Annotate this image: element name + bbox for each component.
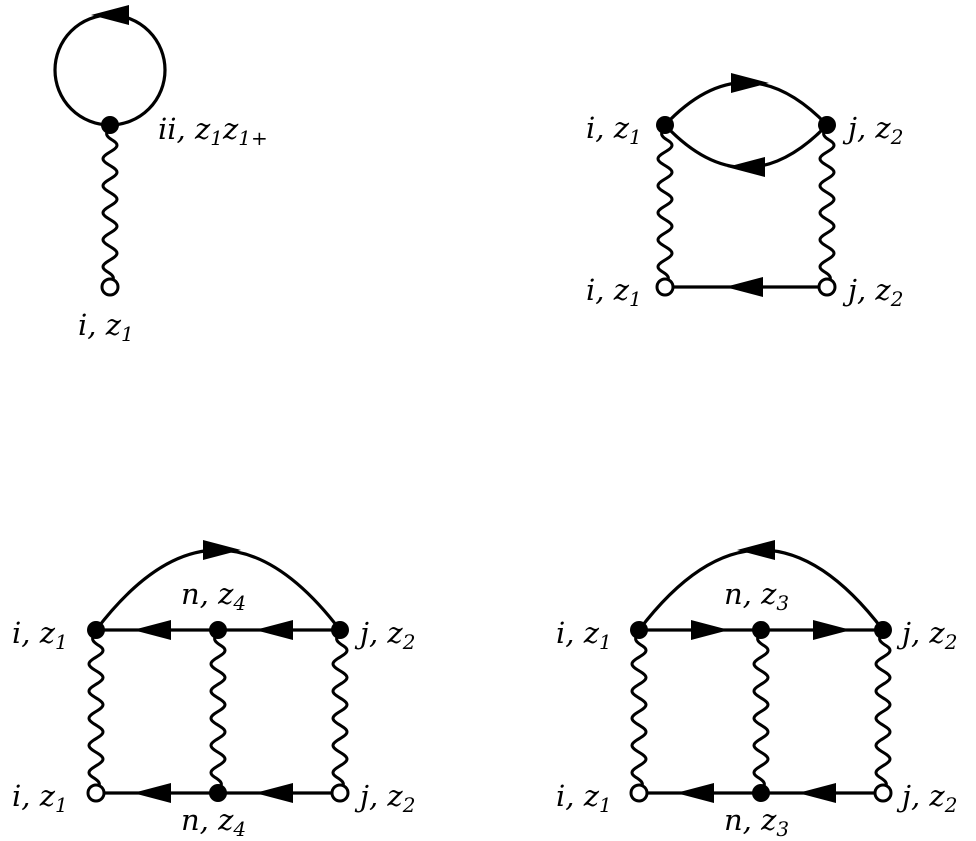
vertex-open: [817, 277, 837, 297]
vertex-filled: [752, 784, 770, 802]
interaction-right: [331, 629, 349, 794]
label-open-vertex: i, z1: [78, 308, 134, 346]
interaction-right: [874, 629, 892, 794]
vertex-open: [86, 783, 106, 803]
arrowheads: [91, 5, 851, 803]
arrow-left: [91, 5, 129, 25]
label-top-mid: n, z3: [724, 577, 789, 615]
diagram-tadpole: ii, z1z1+ i, z1: [53, 13, 268, 346]
label-top-left: i, z1: [556, 616, 612, 654]
arrow-left: [255, 783, 293, 803]
interaction-left: [87, 629, 105, 794]
arrow-left: [676, 783, 714, 803]
arrow-left: [133, 620, 171, 640]
interaction-line: [101, 124, 119, 288]
interaction-right: [818, 124, 836, 288]
vertex-open: [100, 277, 120, 297]
label-bottom-right: j, z2: [842, 273, 903, 311]
label-bottom-mid: n, z4: [181, 803, 246, 841]
arrow-right: [731, 73, 769, 93]
label-top-right: j, z2: [896, 616, 957, 654]
arrow-left: [255, 620, 293, 640]
interaction-left: [630, 629, 648, 794]
label-bottom-left: i, z1: [556, 779, 612, 817]
arrow-right: [813, 620, 851, 640]
diagram-ladder-z3: i, z1 n, z3 j, z2 i, z1 n, z3 j, z2: [556, 548, 957, 841]
vertex-open: [873, 783, 893, 803]
label-top-mid: n, z4: [181, 577, 246, 615]
arrow-left: [133, 783, 171, 803]
label-bottom-mid: n, z3: [724, 803, 789, 841]
arrow-right: [203, 540, 241, 560]
vertex-filled: [101, 116, 119, 134]
arrow-right: [691, 620, 729, 640]
label-top-right: j, z2: [842, 111, 903, 149]
vertex-open: [629, 783, 649, 803]
label-bottom-right: j, z2: [896, 779, 957, 817]
label-vertex: ii, z1z1+: [158, 112, 268, 150]
label-bottom-right: j, z2: [354, 779, 415, 817]
arrow-left: [798, 783, 836, 803]
label-top-left: i, z1: [586, 111, 642, 149]
vertex-filled: [630, 621, 648, 639]
vertex-filled: [209, 621, 227, 639]
interaction-middle: [209, 629, 227, 794]
label-top-right: j, z2: [354, 616, 415, 654]
arrow-left: [725, 277, 763, 297]
vertex-filled: [87, 621, 105, 639]
diagram-ladder-z4: i, z1 n, z4 j, z2 i, z1 n, z4 j, z2: [12, 548, 415, 841]
vertex-filled: [656, 116, 674, 134]
arrow-left: [727, 157, 765, 177]
arrow-left: [737, 540, 775, 560]
vertex-filled: [874, 621, 892, 639]
interaction-left: [656, 124, 674, 288]
vertex-filled: [331, 621, 349, 639]
interaction-middle: [752, 629, 770, 794]
diagram-bubble: i, z1 j, z2 i, z1 j, z2: [586, 81, 903, 311]
vertex-open: [655, 277, 675, 297]
label-top-left: i, z1: [12, 616, 68, 654]
vertex-filled: [752, 621, 770, 639]
vertex-filled: [818, 116, 836, 134]
vertex-filled: [209, 784, 227, 802]
fermion-lower-arc: [663, 123, 829, 169]
label-bottom-left: i, z1: [12, 779, 68, 817]
label-bottom-left: i, z1: [586, 273, 642, 311]
vertex-open: [330, 783, 350, 803]
fermion-loop: [53, 13, 167, 127]
